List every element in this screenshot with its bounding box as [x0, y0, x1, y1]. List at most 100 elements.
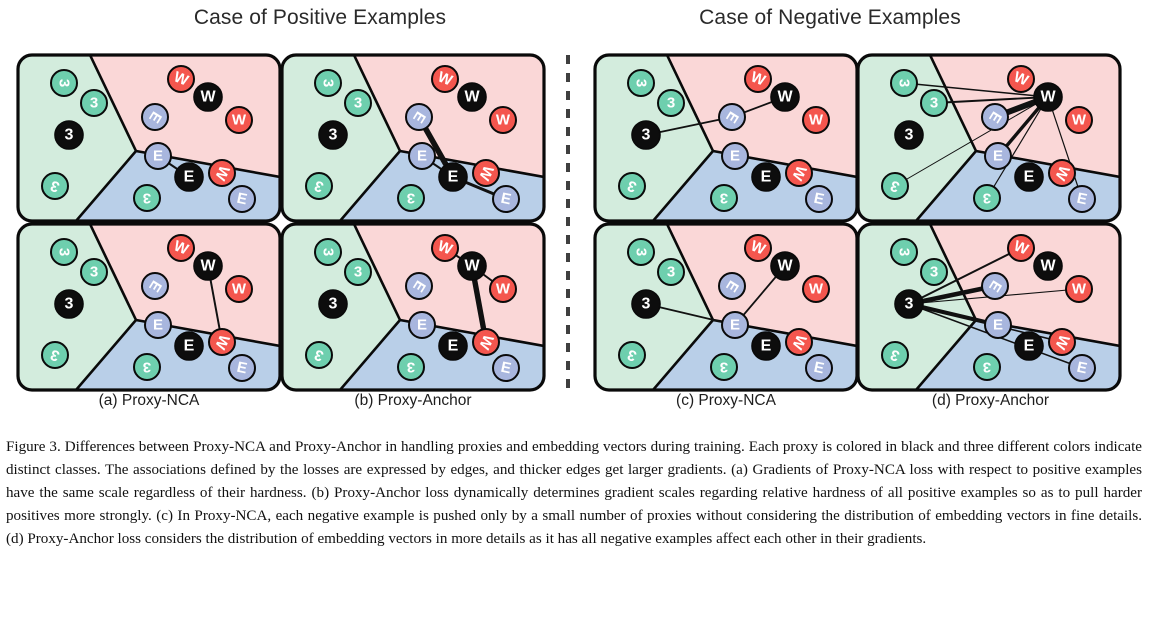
- node-label: 3: [983, 190, 991, 207]
- node-label: E: [235, 190, 248, 209]
- sample-node-b1: E: [405, 272, 433, 300]
- node-circle: [718, 103, 746, 131]
- boundary-green-pink: [352, 224, 402, 322]
- node-circle: [981, 103, 1009, 131]
- node-label: W: [1040, 258, 1056, 275]
- node-label: W: [496, 281, 511, 298]
- sample-node-g3: 3: [305, 172, 333, 200]
- node-circle: [472, 159, 500, 187]
- node-circle: [631, 120, 661, 150]
- sample-node-r3: W: [472, 159, 500, 187]
- node-circle: [920, 89, 948, 117]
- node-circle: [1007, 65, 1035, 93]
- sample-node-g1: 3: [50, 238, 78, 266]
- node-label: W: [200, 89, 216, 106]
- node-circle: [920, 258, 948, 286]
- sample-node-g1: 3: [627, 69, 655, 97]
- node-circle: [894, 289, 924, 319]
- node-label: 3: [633, 248, 650, 256]
- sample-node-b1: E: [718, 272, 746, 300]
- sample-node-r1: W: [1007, 234, 1035, 262]
- node-circle: [627, 238, 655, 266]
- node-label: 3: [905, 127, 914, 144]
- node-label: E: [993, 148, 1003, 165]
- sample-node-r3: W: [472, 328, 500, 356]
- proxy-node-pe: E: [174, 162, 204, 192]
- node-label: 3: [320, 79, 337, 87]
- node-label: E: [730, 317, 740, 334]
- sample-node-r2: W: [802, 106, 830, 134]
- sample-node-g4: 3: [397, 184, 425, 212]
- node-circle: [984, 311, 1012, 339]
- node-circle: [167, 65, 195, 93]
- edge-pw-g1: [903, 82, 1049, 98]
- node-circle: [144, 142, 172, 170]
- sample-node-g2: 3: [80, 89, 108, 117]
- region-pink: [930, 55, 1120, 177]
- node-circle: [80, 89, 108, 117]
- node-circle: [1007, 234, 1035, 262]
- node-circle: [890, 238, 918, 266]
- node-circle: [54, 120, 84, 150]
- proxy-node-pw: W: [193, 82, 223, 112]
- node-circle: [618, 341, 646, 369]
- boundary-green-blue: [651, 318, 715, 390]
- node-circle: [1048, 159, 1076, 187]
- proxy-node-p3: 3: [318, 120, 348, 150]
- node-circle: [1033, 82, 1063, 112]
- node-label: 3: [56, 79, 73, 87]
- node-circle: [305, 172, 333, 200]
- node-circle: [344, 258, 372, 286]
- sample-node-g3: 3: [41, 341, 69, 369]
- node-circle: [193, 82, 223, 112]
- node-label: 3: [65, 296, 74, 313]
- panel-border: [16, 53, 282, 223]
- sample-node-g2: 3: [80, 258, 108, 286]
- panel-border: [856, 222, 1122, 392]
- proxy-node-p3: 3: [894, 120, 924, 150]
- node-circle: [41, 172, 69, 200]
- node-circle: [228, 185, 256, 213]
- node-circle: [344, 89, 372, 117]
- sample-node-r2: W: [489, 106, 517, 134]
- node-circle: [710, 353, 738, 381]
- edge-pw-g3: [894, 96, 1049, 187]
- node-label: E: [812, 190, 825, 209]
- node-label: W: [809, 112, 824, 129]
- node-circle: [457, 82, 487, 112]
- node-circle: [627, 69, 655, 97]
- node-label: W: [777, 258, 793, 275]
- node-circle: [657, 89, 685, 117]
- region-pink: [667, 55, 857, 177]
- node-circle: [318, 120, 348, 150]
- proxy-node-pe: E: [751, 331, 781, 361]
- node-label: 3: [329, 296, 338, 313]
- sample-node-b3: E: [1068, 354, 1096, 382]
- panel-border: [280, 222, 546, 392]
- sample-node-r1: W: [167, 234, 195, 262]
- sample-node-b1: E: [141, 103, 169, 131]
- region-pink: [90, 224, 280, 346]
- node-label: W: [464, 89, 480, 106]
- boundary-green-pink: [352, 55, 402, 153]
- node-circle: [314, 238, 342, 266]
- node-circle: [225, 275, 253, 303]
- node-label: E: [153, 148, 163, 165]
- sample-node-b2: E: [721, 142, 749, 170]
- sample-node-r1: W: [1007, 65, 1035, 93]
- sample-node-r1: W: [431, 234, 459, 262]
- node-circle: [208, 159, 236, 187]
- boundary-green-blue: [651, 149, 715, 221]
- node-circle: [631, 289, 661, 319]
- panel-border: [856, 53, 1122, 223]
- sample-node-g3: 3: [881, 341, 909, 369]
- node-label: W: [809, 281, 824, 298]
- node-circle: [744, 234, 772, 262]
- boundary-green-pink: [928, 224, 978, 322]
- node-label: E: [153, 317, 163, 334]
- node-circle: [141, 103, 169, 131]
